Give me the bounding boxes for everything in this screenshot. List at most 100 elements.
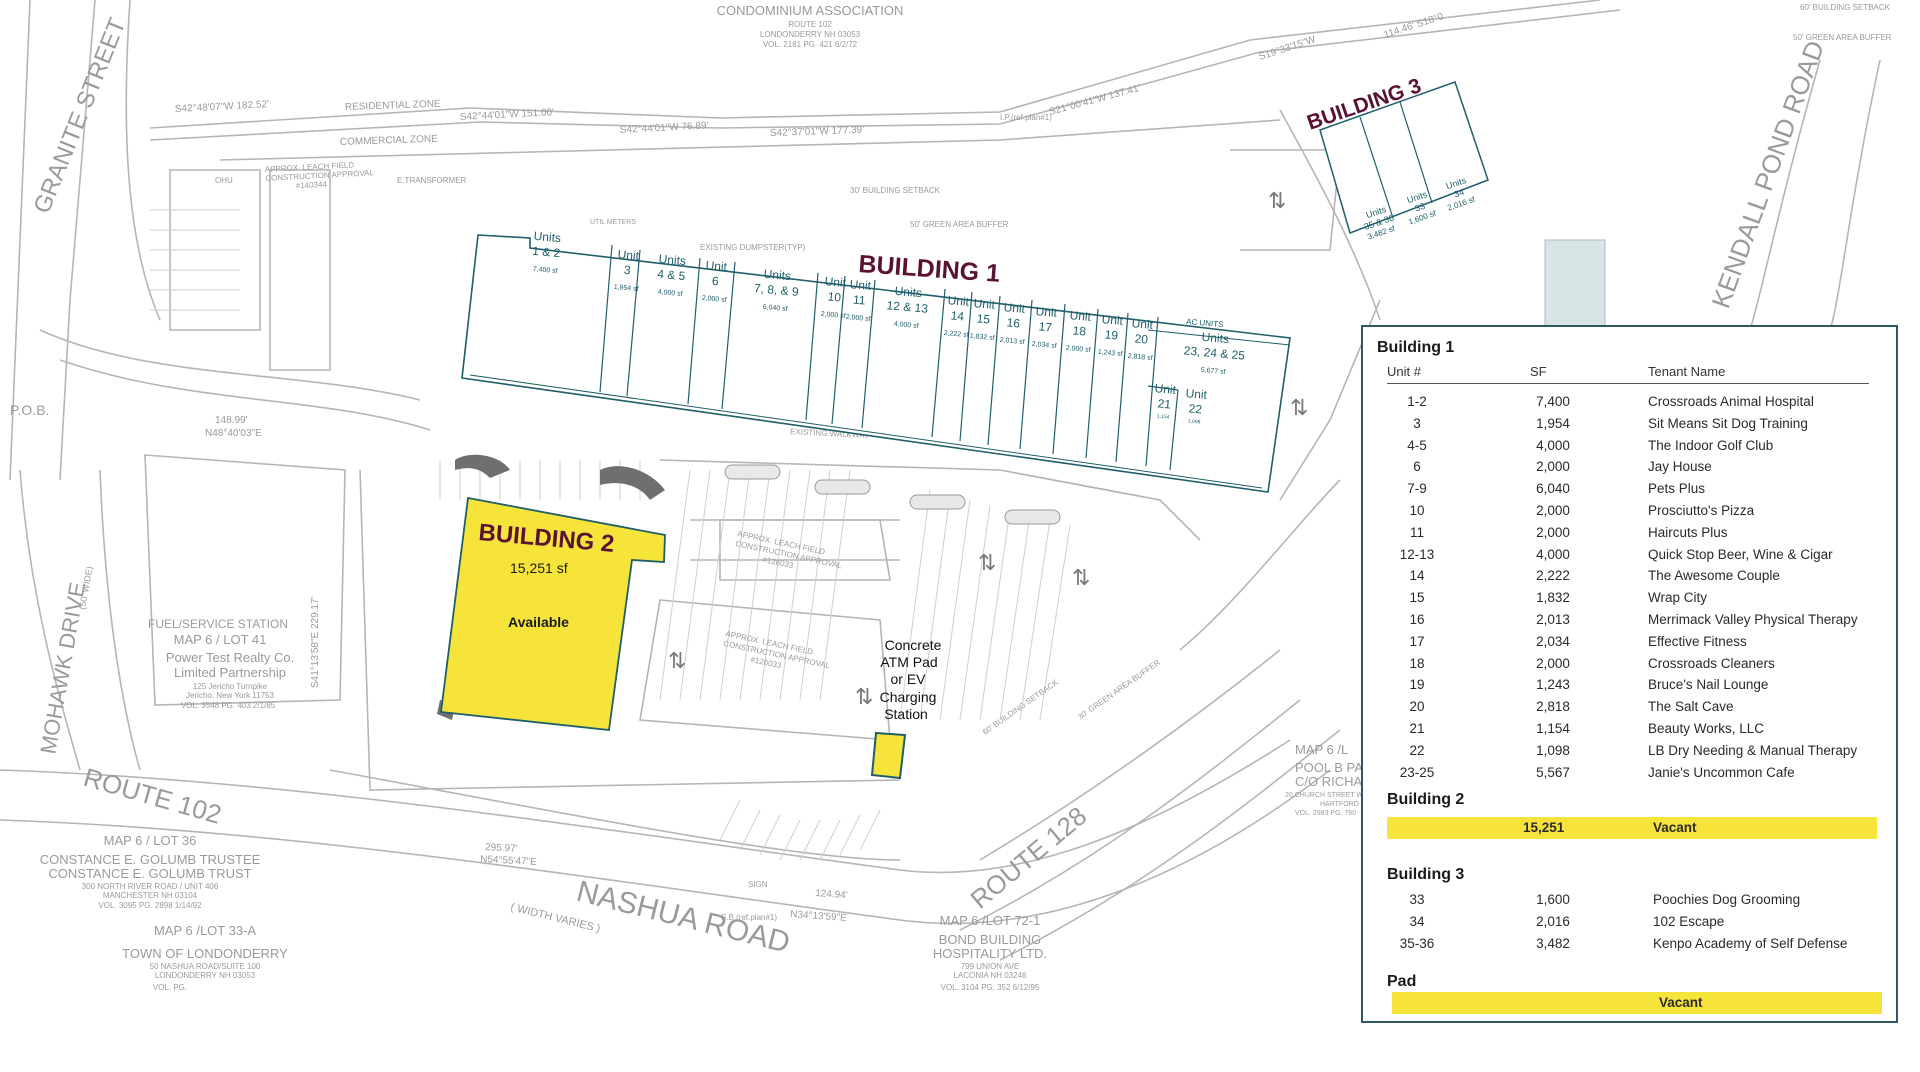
iron-pin-label: I.P.(ref.plan#1) [1000,113,1052,122]
parcel-map6-lot41: FUEL/SERVICE STATION MAP 6 / LOT 41 Powe… [148,617,294,710]
legend-building2-bar: 15,251 Vacant [1387,817,1877,839]
bearing-7: 114.46' S18°0 [1383,11,1446,41]
bearing-11: 295.97' [485,842,518,855]
traffic-arrow-icon: ⇅ [1268,189,1286,214]
building-3-unit-number: 33 [1414,201,1427,214]
legend-unit-cell: 21 [1409,721,1425,736]
bearing-12: N54°55'47"E [480,854,538,868]
building-1-unit-label: Units [894,284,922,300]
bearing-9: 148.99' [215,415,248,426]
building-1-unit-number: 1 & 2 [532,244,561,260]
svg-text:799 UNION AVE: 799 UNION AVE [961,962,1020,971]
legend-sf-cell: 1,954 [1536,415,1570,431]
svg-text:VOL. 2983 PG. 760: VOL. 2983 PG. 760 [1295,810,1356,817]
legend-building2-sf: 15,251 [1523,820,1565,835]
svg-text:125 Jericho Turnpike: 125 Jericho Turnpike [193,682,268,691]
neighbor-top-title: CONDOMINIUM ASSOCIATION [717,3,904,18]
neighbor-top-line3: VOL. 2181 PG. 421 6/2/72 [763,40,858,49]
building-1-unit-sf: 2,013 sf [999,337,1024,346]
legend-unit-cell: 35-36 [1399,936,1435,951]
building-1-unit-number: 15 [976,311,991,326]
legend-header-unit: Unit # [1387,364,1421,379]
building-1-unit-number: 21 [1157,396,1172,411]
parcel-map6-right: MAP 6 /L POOL B PART C/O RICHAR 20 CHURC… [1285,742,1380,817]
legend-unit-cell: 3 [1413,415,1421,431]
svg-text:Jericho, New York 11753: Jericho, New York 11753 [186,691,274,700]
building-1-unit-number: 6 [711,274,719,289]
svg-text:MAP 6 /L: MAP 6 /L [1295,742,1348,757]
legend-sf-cell: 3,482 [1536,936,1570,951]
legend-tenant-cell: Sit Means Sit Dog Training [1648,415,1808,431]
street-kendall: KENDALL POND ROAD [1705,37,1830,312]
building-1-unit-label: Unit [1131,316,1154,332]
building-2-status: Available [508,614,569,630]
legend-sf-cell: 1,243 [1536,677,1570,693]
parcel-map6-lot33a: MAP 6 /LOT 33-A TOWN OF LONDONDERRY 50 N… [122,923,288,992]
legend-unit-cell: 22 [1409,742,1425,758]
building-1-unit-label: Unit [1069,308,1092,324]
legend-building1-title: Building 1 [1377,339,1455,356]
building-1-unit-label: Units [1201,330,1229,346]
legend-tenant-cell: 102 Escape [1653,914,1725,929]
building-1-unit-label: Units [658,252,686,268]
legend-header-tenant: Tenant Name [1648,364,1726,379]
svg-text:CONSTANCE E. GOLUMB TRUST: CONSTANCE E. GOLUMB TRUST [48,866,251,881]
svg-text:VOL. 3548 PG. 403 2/1/85: VOL. 3548 PG. 403 2/1/85 [181,701,276,710]
ohu-label: OHU [215,176,233,185]
legend-unit-cell: 6 [1413,459,1421,475]
legend-tenant-cell: The Salt Cave [1648,699,1734,715]
neighbor-top-line2: LONDONDERRY NH 03053 [760,30,861,39]
svg-text:FUEL/SERVICE STATION: FUEL/SERVICE STATION [148,617,288,631]
legend-sf-cell: 2,222 [1536,568,1570,584]
building-1-unit-number: 18 [1072,323,1087,338]
legend-tenant-cell: The Awesome Couple [1648,568,1780,584]
legend-unit-cell: 11 [1409,524,1424,540]
building-1-unit-label: Unit [1003,300,1026,316]
neighbor-top-line1: ROUTE 102 [788,20,832,29]
svg-text:CONSTANCE E. GOLUMB TRUSTEE: CONSTANCE E. GOLUMB TRUSTEE [40,852,261,867]
bearing-8: N48°40'03"E [205,428,262,439]
building-1-unit-label: Unit [849,277,872,293]
building-1-unit-number: 23, 24 & 25 [1183,343,1246,362]
sign-label: SIGN [748,880,768,889]
leach-field-3: APPROX. LEACH FIELD CONSTRUCTION APPROVA… [723,629,832,670]
pad-note-2: ATM Pad [880,654,937,670]
bearing-10: S41°13'58"E 229.17' [310,596,321,688]
pad-note-5: Station [884,706,928,722]
building-3-unit-number: 34 [1453,187,1466,200]
pob-label: P.O.B. [10,402,49,418]
legend-sf-cell: 7,400 [1536,394,1570,409]
legend-tenant-cell: Haircuts Plus [1648,524,1728,540]
building-1-unit-sf: 6,040 sf [762,304,787,313]
svg-text:VOL. 3104 PG. 352 6/12/95: VOL. 3104 PG. 352 6/12/95 [941,983,1040,992]
legend-building3-title: Building 3 [1387,866,1465,883]
pad-site: Concrete ATM Pad or EV Charging Station [870,637,942,780]
building-2: BUILDING 2 15,251 sf Available [439,496,666,731]
building-1-unit-sf: 1,954 sf [613,284,638,293]
legend-unit-cell: 16 [1409,612,1425,627]
pad-note-1: Concrete [885,637,942,653]
svg-text:TOWN OF LONDONDERRY: TOWN OF LONDONDERRY [122,946,288,961]
pad-note-4: Charging [880,689,937,705]
building-1-unit-sf: 2,000 sf [845,314,870,323]
legend-header-sf: SF [1530,364,1547,379]
bearing-13: 124.94' [815,888,848,901]
legend-unit-cell: 17 [1409,633,1425,649]
legend-building2-title: Building 2 [1387,791,1465,808]
street-route102: ROUTE 102 [80,762,224,830]
building-1-unit-number: 4 & 5 [657,267,686,283]
bldg-setback-top: 30' BUILDING SETBACK [850,186,941,195]
svg-text:50 NASHUA ROAD/SUITE 100: 50 NASHUA ROAD/SUITE 100 [150,962,261,971]
